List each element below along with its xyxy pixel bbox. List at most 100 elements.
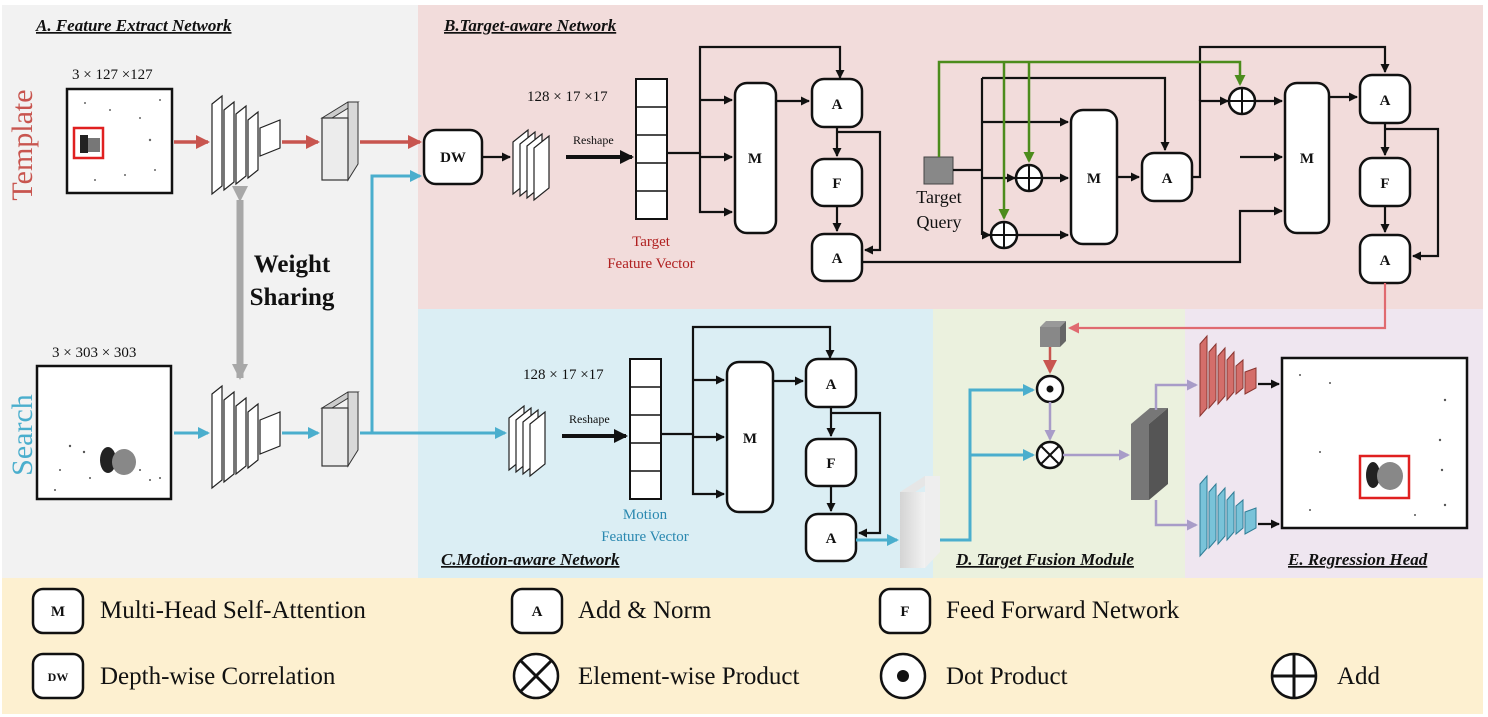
b-mhsa-label: M bbox=[748, 151, 762, 167]
decoder-mhsa-1-label: M bbox=[1087, 171, 1101, 187]
search-backbone bbox=[211, 384, 281, 490]
decoder-mhsa-2 bbox=[1283, 81, 1331, 235]
b-res-arrow bbox=[667, 45, 845, 155]
b-memory-arrow bbox=[862, 206, 1283, 264]
output-image bbox=[1280, 356, 1469, 530]
c-addnorm-2-label: A bbox=[826, 531, 837, 547]
section-c-title: C.Motion-aware Network bbox=[441, 550, 620, 569]
legend-f-letter: F bbox=[900, 604, 909, 620]
template-dim-label: 3 × 127 ×127 bbox=[72, 67, 153, 83]
weight-sharing-line1: Weight bbox=[254, 251, 331, 278]
q-res-arrow bbox=[982, 76, 1170, 151]
c-res2-arrow bbox=[831, 411, 882, 538]
add-symbol-2 bbox=[989, 220, 1019, 250]
fused-to-reg-arrow bbox=[1154, 500, 1198, 531]
blue-head-stack bbox=[1199, 474, 1257, 558]
dw-label: DW bbox=[440, 150, 466, 166]
b-ffn-label: F bbox=[832, 176, 841, 192]
b-mhsa-block bbox=[733, 81, 778, 235]
legend-prod-text: Element-wise Product bbox=[578, 663, 800, 690]
template-target-box bbox=[72, 126, 105, 160]
target-vector-label-1: Target bbox=[632, 234, 671, 250]
legend-addnorm: A Add & Norm bbox=[510, 587, 712, 635]
legend-add: Add bbox=[1270, 652, 1381, 700]
target-query-label-2: Query bbox=[917, 212, 962, 232]
search-dim-label: 3 × 303 × 303 bbox=[52, 345, 136, 361]
template-feature-block bbox=[320, 101, 360, 182]
template-side-label: Template bbox=[6, 89, 39, 200]
reshape-label-top: Reshape bbox=[573, 133, 614, 147]
c-ffn-label: F bbox=[826, 456, 835, 472]
legend-dw-letter: DW bbox=[48, 670, 69, 684]
target-query-cube bbox=[923, 156, 954, 185]
section-b-title: B.Target-aware Network bbox=[443, 16, 617, 35]
c-m-in3 bbox=[691, 434, 725, 499]
weight-sharing-line2: Sharing bbox=[250, 284, 335, 311]
dec-res2-arrow bbox=[1385, 127, 1440, 261]
motion-output-block bbox=[900, 476, 940, 568]
c-addnorm-2 bbox=[804, 512, 858, 563]
legend-f-text: Feed Forward Network bbox=[946, 597, 1180, 624]
legend-ffn: F Feed Forward Network bbox=[878, 587, 1180, 635]
section-a-title: A. Feature Extract Network bbox=[35, 16, 232, 35]
legend-a-letter: A bbox=[532, 604, 543, 620]
legend-m-text: Multi-Head Self-Attention bbox=[100, 597, 366, 624]
dec-res-arrow bbox=[1198, 45, 1390, 101]
decoder-addnorm-3-label: A bbox=[1380, 253, 1391, 269]
search-to-dw-arrow bbox=[360, 170, 422, 435]
target-output-arrow bbox=[1068, 283, 1387, 334]
b-addnorm-2-label: A bbox=[832, 251, 843, 267]
c-mhsa-block bbox=[725, 360, 775, 514]
legend-a-text: Add & Norm bbox=[578, 597, 712, 624]
b-addnorm-2 bbox=[810, 232, 864, 283]
query-green-to-add3 bbox=[937, 60, 1246, 157]
target-cube bbox=[1040, 321, 1066, 347]
legend-dw: DW Depth-wise Correlation bbox=[31, 652, 336, 700]
c-mhsa-label: M bbox=[743, 431, 757, 447]
legend-add-text: Add bbox=[1337, 663, 1381, 690]
search-feature-block bbox=[320, 391, 360, 468]
motion-to-dot-arrow bbox=[940, 384, 1035, 542]
a-to-add3 bbox=[1192, 96, 1229, 179]
template-image bbox=[65, 87, 174, 195]
target-feature-vector bbox=[635, 78, 668, 220]
legend-dw-text: Depth-wise Correlation bbox=[100, 663, 336, 690]
c-res-arrow bbox=[661, 325, 835, 436]
template-backbone bbox=[211, 94, 281, 196]
motion-feature-maps bbox=[508, 404, 546, 478]
red-head-stack bbox=[1199, 334, 1257, 418]
b-res2-arrow bbox=[837, 130, 882, 255]
target-vector-label-2: Feature Vector bbox=[607, 256, 695, 272]
legend-dot-text: Dot Product bbox=[946, 663, 1068, 690]
motion-feature-vector bbox=[629, 358, 662, 500]
b-m-in3 bbox=[698, 153, 733, 217]
dot-product-symbol bbox=[1035, 374, 1065, 404]
output-target-box bbox=[1358, 454, 1411, 500]
add-symbol-1 bbox=[1014, 163, 1044, 193]
reshape-label-bottom: Reshape bbox=[569, 412, 610, 426]
add-symbol-3 bbox=[1227, 86, 1257, 116]
target-query-label-1: Target bbox=[916, 187, 961, 207]
fused-to-cls-arrow bbox=[1154, 379, 1198, 410]
elementwise-product-symbol bbox=[1035, 440, 1065, 470]
target-feature-maps bbox=[512, 128, 550, 202]
decoder-mhsa-2-label: M bbox=[1300, 151, 1314, 167]
section-e-title: E. Regression Head bbox=[1287, 550, 1428, 569]
legend-product: Element-wise Product bbox=[512, 652, 800, 700]
legend-bg bbox=[2, 578, 1483, 714]
legend-m-letter: M bbox=[51, 604, 65, 620]
section-d-title: D. Target Fusion Module bbox=[955, 550, 1134, 569]
legend-mhsa: M Multi-Head Self-Attention bbox=[31, 587, 366, 635]
target-dim-label: 128 × 17 ×17 bbox=[527, 89, 608, 105]
decoder-addnorm-2-label: A bbox=[1380, 93, 1391, 109]
decoder-addnorm-1-label: A bbox=[1162, 171, 1173, 187]
legend-dot: Dot Product bbox=[879, 652, 1068, 700]
search-side-label: Search bbox=[6, 394, 39, 476]
motion-vector-label-1: Motion bbox=[623, 507, 668, 523]
search-image bbox=[35, 364, 173, 501]
b-addnorm-1-label: A bbox=[832, 97, 843, 113]
motion-vector-label-2: Feature Vector bbox=[601, 529, 689, 545]
c-addnorm-1-label: A bbox=[826, 377, 837, 393]
motion-dim-label: 128 × 17 ×17 bbox=[523, 367, 604, 383]
